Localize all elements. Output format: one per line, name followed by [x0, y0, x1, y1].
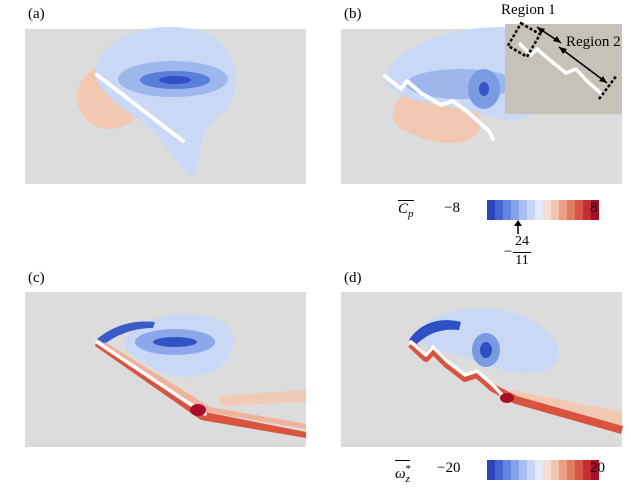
- wake-shear-layer: [509, 390, 622, 426]
- panel-label-a: (a): [28, 6, 45, 22]
- suction-region-outer: [95, 27, 236, 179]
- panel-b-pressure-field: Region 1 Region 2: [341, 2, 622, 184]
- region2-label: Region 2: [566, 34, 621, 50]
- cp-marker-sign: −: [504, 244, 513, 260]
- vortex-core: [479, 82, 489, 96]
- cp-max-label: 8: [590, 200, 598, 216]
- wake-shear-layer: [220, 390, 306, 406]
- panel-label-c: (c): [28, 270, 45, 286]
- inset-plate-shape: [517, 41, 605, 97]
- cp-min-label: −8: [444, 200, 460, 216]
- plate-body: [95, 340, 207, 416]
- panel-d-contours: [408, 308, 624, 434]
- cp-marker-numerator: 24: [515, 234, 529, 249]
- region2-arrowhead-b: [599, 76, 607, 83]
- flexible-plate-body: [383, 74, 495, 141]
- wz-min-label: −20: [437, 460, 461, 476]
- shed-vortex-core: [480, 342, 492, 358]
- leading-edge-shear-blue: [409, 320, 461, 346]
- region1-label: Region 1: [501, 2, 556, 18]
- region1-arrowhead-b: [553, 36, 561, 43]
- cp-colorbar: [487, 200, 599, 220]
- region2-dashed-end: [598, 74, 618, 100]
- panel-c-contours: [95, 314, 306, 438]
- trailing-edge-vortex: [500, 393, 514, 403]
- suction-region-core: [159, 76, 191, 84]
- wz-max-label: 20: [590, 460, 605, 476]
- panel-d-vorticity-field: [341, 292, 624, 447]
- region2-arrow: [558, 46, 608, 84]
- panel-c-vorticity-field: [25, 292, 306, 447]
- separated-vortex-core: [153, 337, 197, 347]
- trailing-edge-vortex: [190, 404, 206, 416]
- leading-edge-shear-blue: [97, 321, 155, 344]
- cp-marker-fraction-bar: [513, 252, 531, 253]
- panel-a-pressure-field: [25, 27, 306, 184]
- cp-symbol: Cp: [398, 200, 414, 220]
- plate-body: [95, 73, 185, 143]
- panel-label-d: (d): [344, 270, 362, 286]
- wz-symbol: ωz*: [395, 460, 411, 487]
- cp-marker-arrow: [514, 220, 522, 234]
- cp-marker-denominator: 11: [515, 253, 529, 268]
- panel-b-contours: Region 1 Region 2: [383, 2, 622, 144]
- wz-colorbar: [487, 460, 599, 480]
- plate-positive-layer: [95, 340, 306, 438]
- region2-arrowhead-a: [559, 47, 567, 54]
- panel-label-b: (b): [344, 6, 362, 22]
- panel-a-contours: [77, 27, 236, 179]
- region1-arrowhead-a: [537, 27, 545, 34]
- flexible-plate-body: [409, 340, 505, 398]
